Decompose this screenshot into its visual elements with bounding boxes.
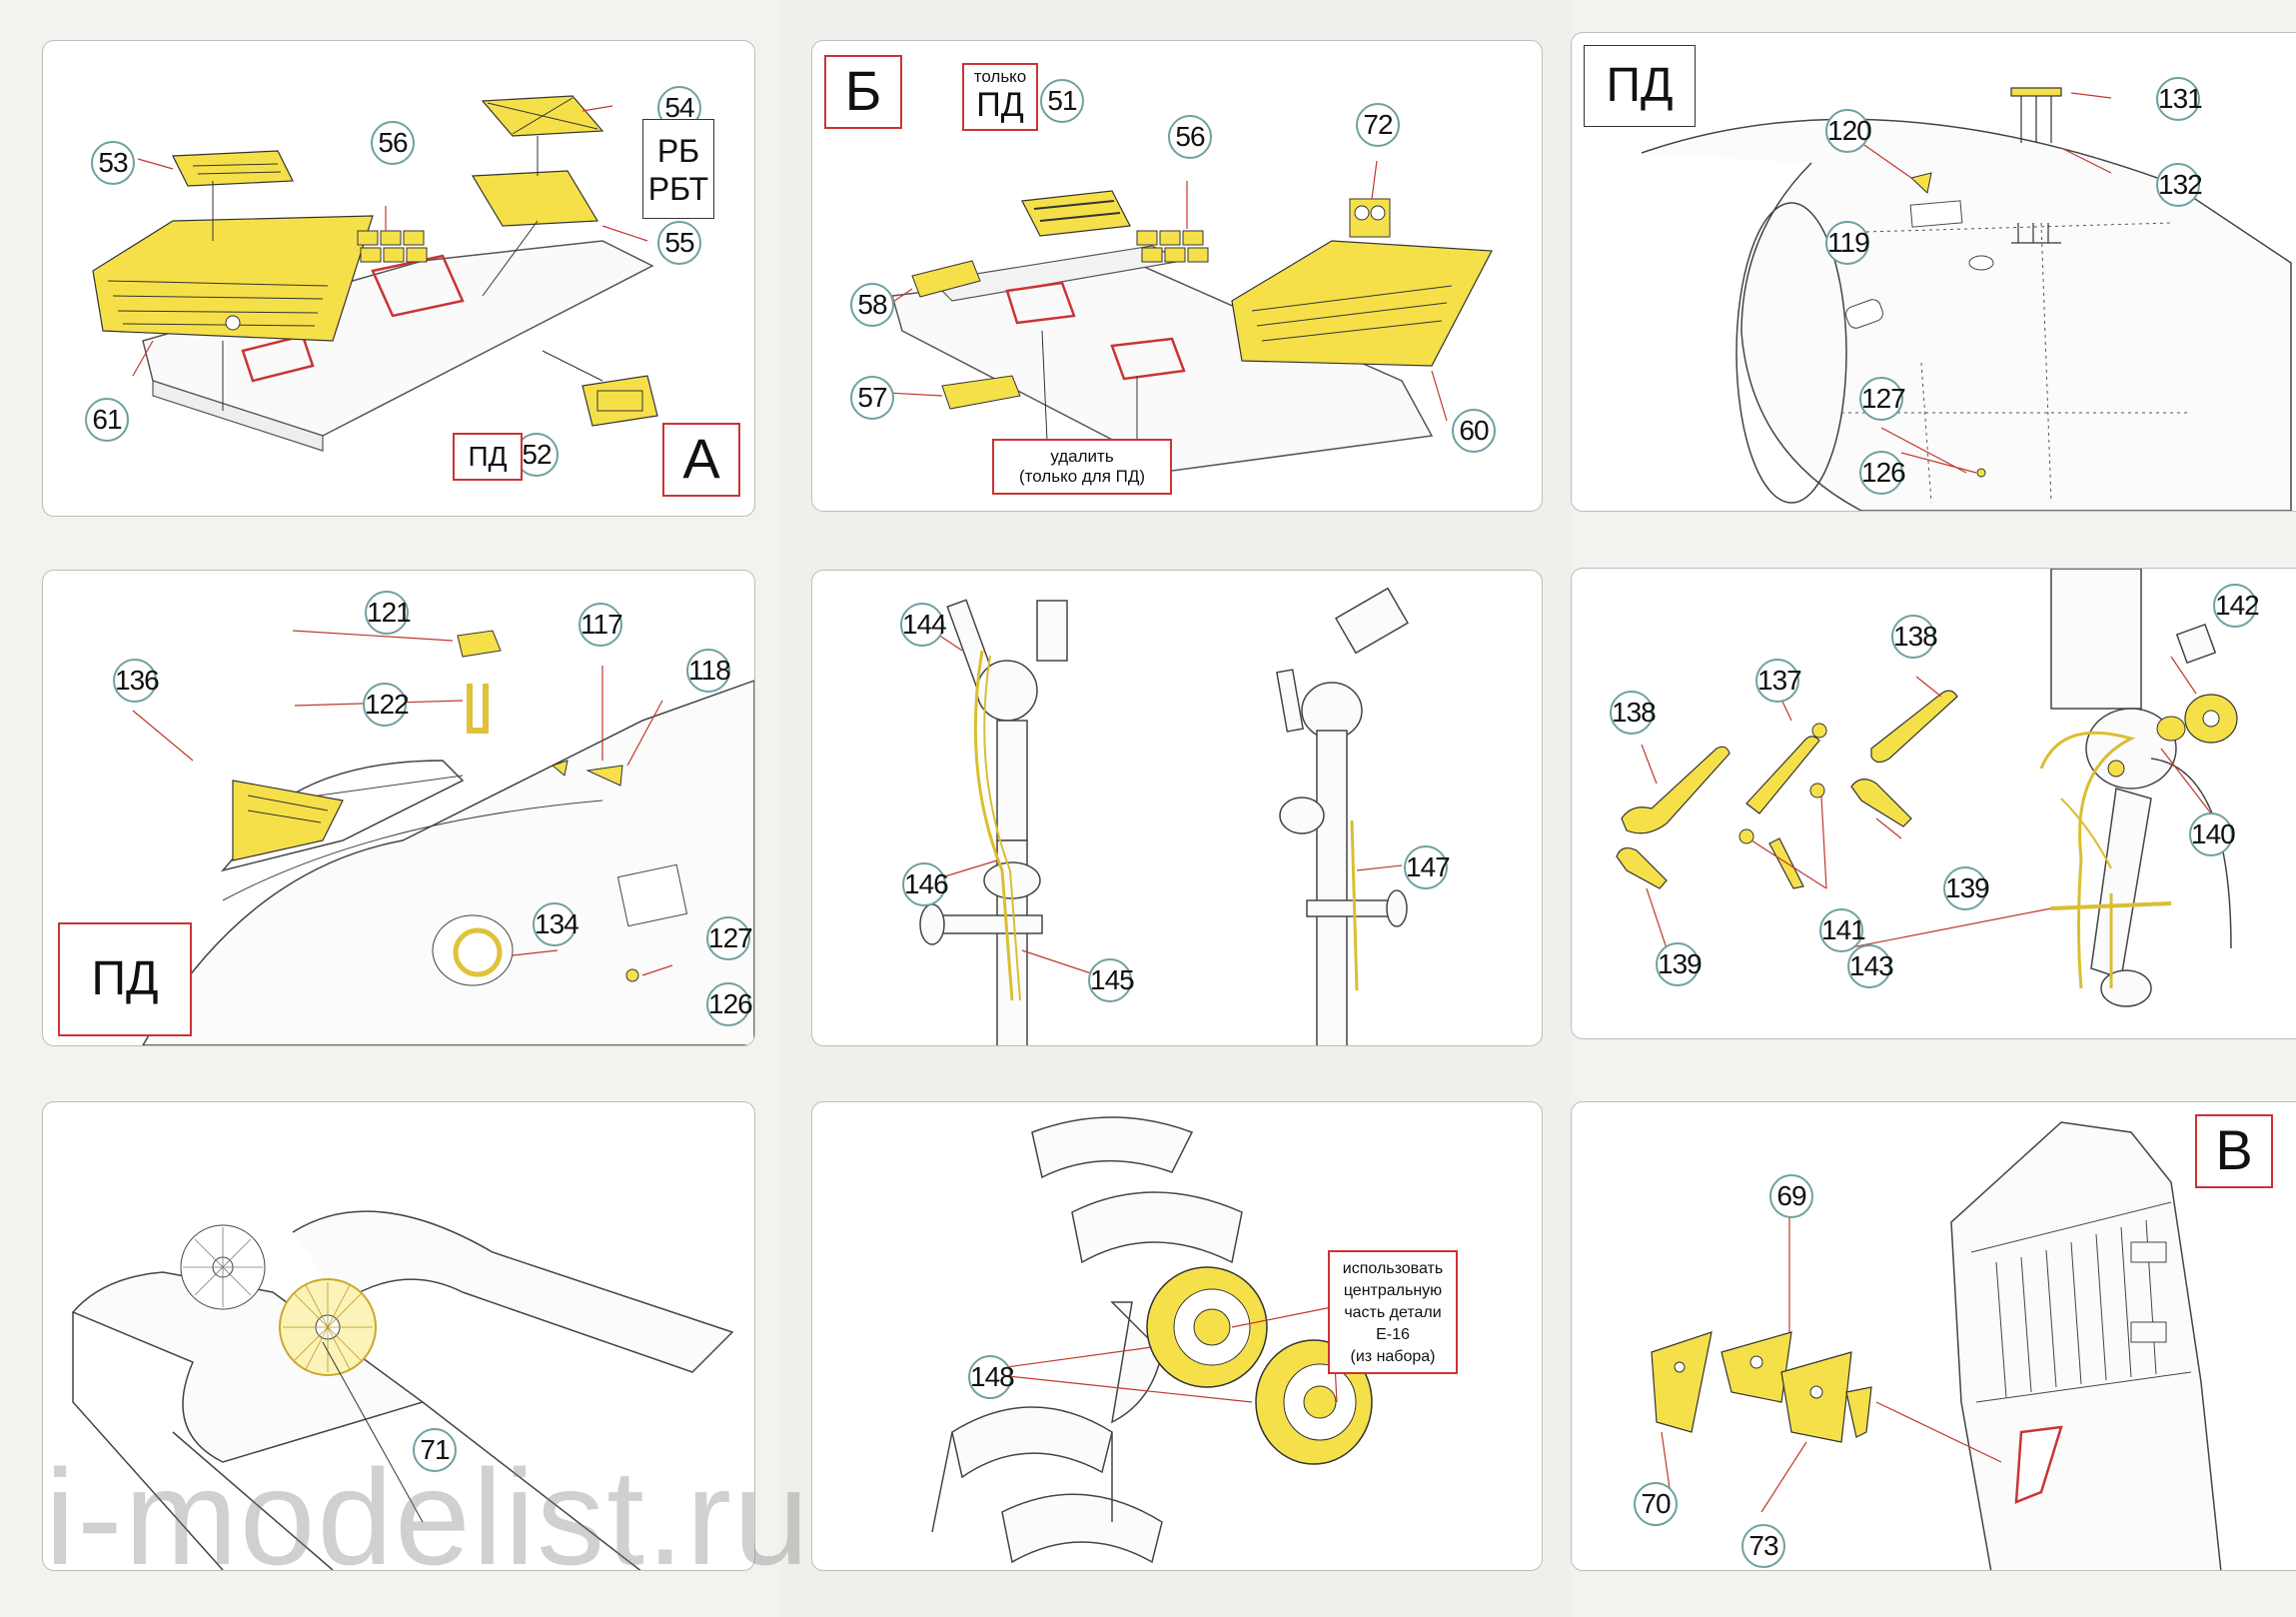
callout-132: 132 — [2156, 163, 2203, 207]
panel-compressor-drawing — [931, 1116, 1373, 1564]
callout-134: 134 — [533, 902, 579, 946]
panel-a-drawing — [92, 95, 658, 452]
tag-pd: ПД — [453, 433, 523, 481]
panel-gear-linkage-drawing — [1616, 569, 2238, 1007]
callout-72: 72 — [1356, 103, 1400, 147]
section-letter-a: А — [662, 423, 740, 497]
panel-gear-linkage: 142 138 137 138 140 139 141 139 143 — [1571, 568, 2296, 1039]
panel-intake-drawing — [71, 1210, 734, 1570]
callout-148: 148 — [968, 1355, 1015, 1399]
callout-58: 58 — [850, 283, 894, 327]
tag-rb-rbt: РБ РБТ — [642, 119, 714, 219]
tag-pd: ПД — [58, 922, 192, 1036]
callout-56: 56 — [1168, 115, 1212, 159]
tag-only-label: только — [973, 67, 1027, 86]
panel-pd-canopy: 121 117 136 122 118 134 127 126 ПД — [42, 570, 755, 1046]
callout-139: 139 — [1943, 866, 1990, 910]
note-line-1: использовать — [1342, 1260, 1444, 1277]
panel-pd-engine-drawing — [1641, 87, 2292, 511]
callout-120: 120 — [1825, 109, 1872, 153]
note-line-4: Е-16 — [1376, 1326, 1410, 1343]
panel-v: В 69 70 73 — [1571, 1101, 2296, 1571]
callout-119: 119 — [1825, 221, 1870, 265]
panel-pd-engine: ПД 131 120 132 119 127 126 — [1571, 32, 2296, 512]
callout-55: 55 — [657, 221, 701, 265]
tag-pd: ПД — [1584, 45, 1696, 127]
callout-141: 141 — [1819, 908, 1866, 952]
note-use-center-part: использовать центральную часть детали Е-… — [1328, 1250, 1458, 1374]
section-letter-v: В — [2195, 1114, 2273, 1188]
callout-127: 127 — [1859, 377, 1906, 421]
callout-131: 131 — [2156, 77, 2203, 121]
callout-139-left: 139 — [1656, 942, 1703, 986]
tag-only-pd-label: ПД — [976, 86, 1024, 124]
callout-147: 147 — [1404, 845, 1451, 889]
panel-a: 53 56 54 55 61 52 РБ РБТ ПД А — [42, 40, 755, 517]
panel-b-drawing — [886, 160, 1493, 472]
callout-121: 121 — [365, 591, 412, 635]
panel-compressor: 148 использовать центральную часть детал… — [811, 1101, 1543, 1571]
callout-126: 126 — [706, 982, 753, 1026]
callout-143: 143 — [1847, 944, 1894, 988]
callout-127: 127 — [706, 916, 753, 960]
tag-only-pd: только ПД — [962, 63, 1038, 131]
panel-v-drawing — [1651, 1121, 2222, 1570]
panel-pd-canopy-drawing — [132, 630, 754, 1045]
note-line-3: часть детали — [1344, 1304, 1442, 1321]
callout-144: 144 — [900, 603, 947, 647]
callout-70: 70 — [1634, 1482, 1678, 1526]
callout-137: 137 — [1755, 659, 1802, 703]
panel-landing-gear-struts: 144 146 147 145 — [811, 570, 1543, 1046]
callout-136: 136 — [113, 659, 160, 703]
callout-138: 138 — [1891, 615, 1938, 659]
note-line-5: (из набора) — [1350, 1348, 1436, 1365]
tag-rb: РБ — [656, 133, 700, 169]
callout-56: 56 — [371, 121, 415, 165]
section-letter-b: Б — [824, 55, 902, 129]
callout-145: 145 — [1088, 958, 1135, 1002]
callout-53: 53 — [91, 141, 135, 185]
callout-146: 146 — [902, 862, 949, 906]
callout-117: 117 — [578, 603, 623, 647]
panel-intake: 71 — [42, 1101, 755, 1571]
callout-142: 142 — [2213, 584, 2260, 628]
note-remove: удалить (только для ПД) — [992, 439, 1172, 495]
watermark: i-modelist.ru — [45, 1441, 811, 1593]
callout-138-left: 138 — [1610, 691, 1657, 735]
note-remove-line-2: (только для ПД) — [1018, 467, 1146, 486]
callout-60: 60 — [1452, 409, 1496, 453]
callout-61: 61 — [85, 398, 129, 442]
callout-126: 126 — [1859, 451, 1906, 495]
callout-73: 73 — [1741, 1524, 1785, 1568]
tag-rbt: РБТ — [647, 171, 709, 207]
note-line-2: центральную — [1343, 1282, 1443, 1299]
panel-b: только ПД Б 51 56 72 58 57 60 удалить (т… — [811, 40, 1543, 512]
callout-51: 51 — [1040, 79, 1084, 123]
callout-69: 69 — [1769, 1174, 1813, 1218]
callout-140: 140 — [2189, 812, 2236, 856]
note-remove-line-1: удалить — [1050, 447, 1114, 466]
panel-landing-gear-struts-drawing — [919, 587, 1410, 1045]
callout-71: 71 — [413, 1428, 457, 1472]
callout-57: 57 — [850, 376, 894, 420]
callout-118: 118 — [686, 649, 731, 693]
callout-122: 122 — [363, 683, 410, 727]
